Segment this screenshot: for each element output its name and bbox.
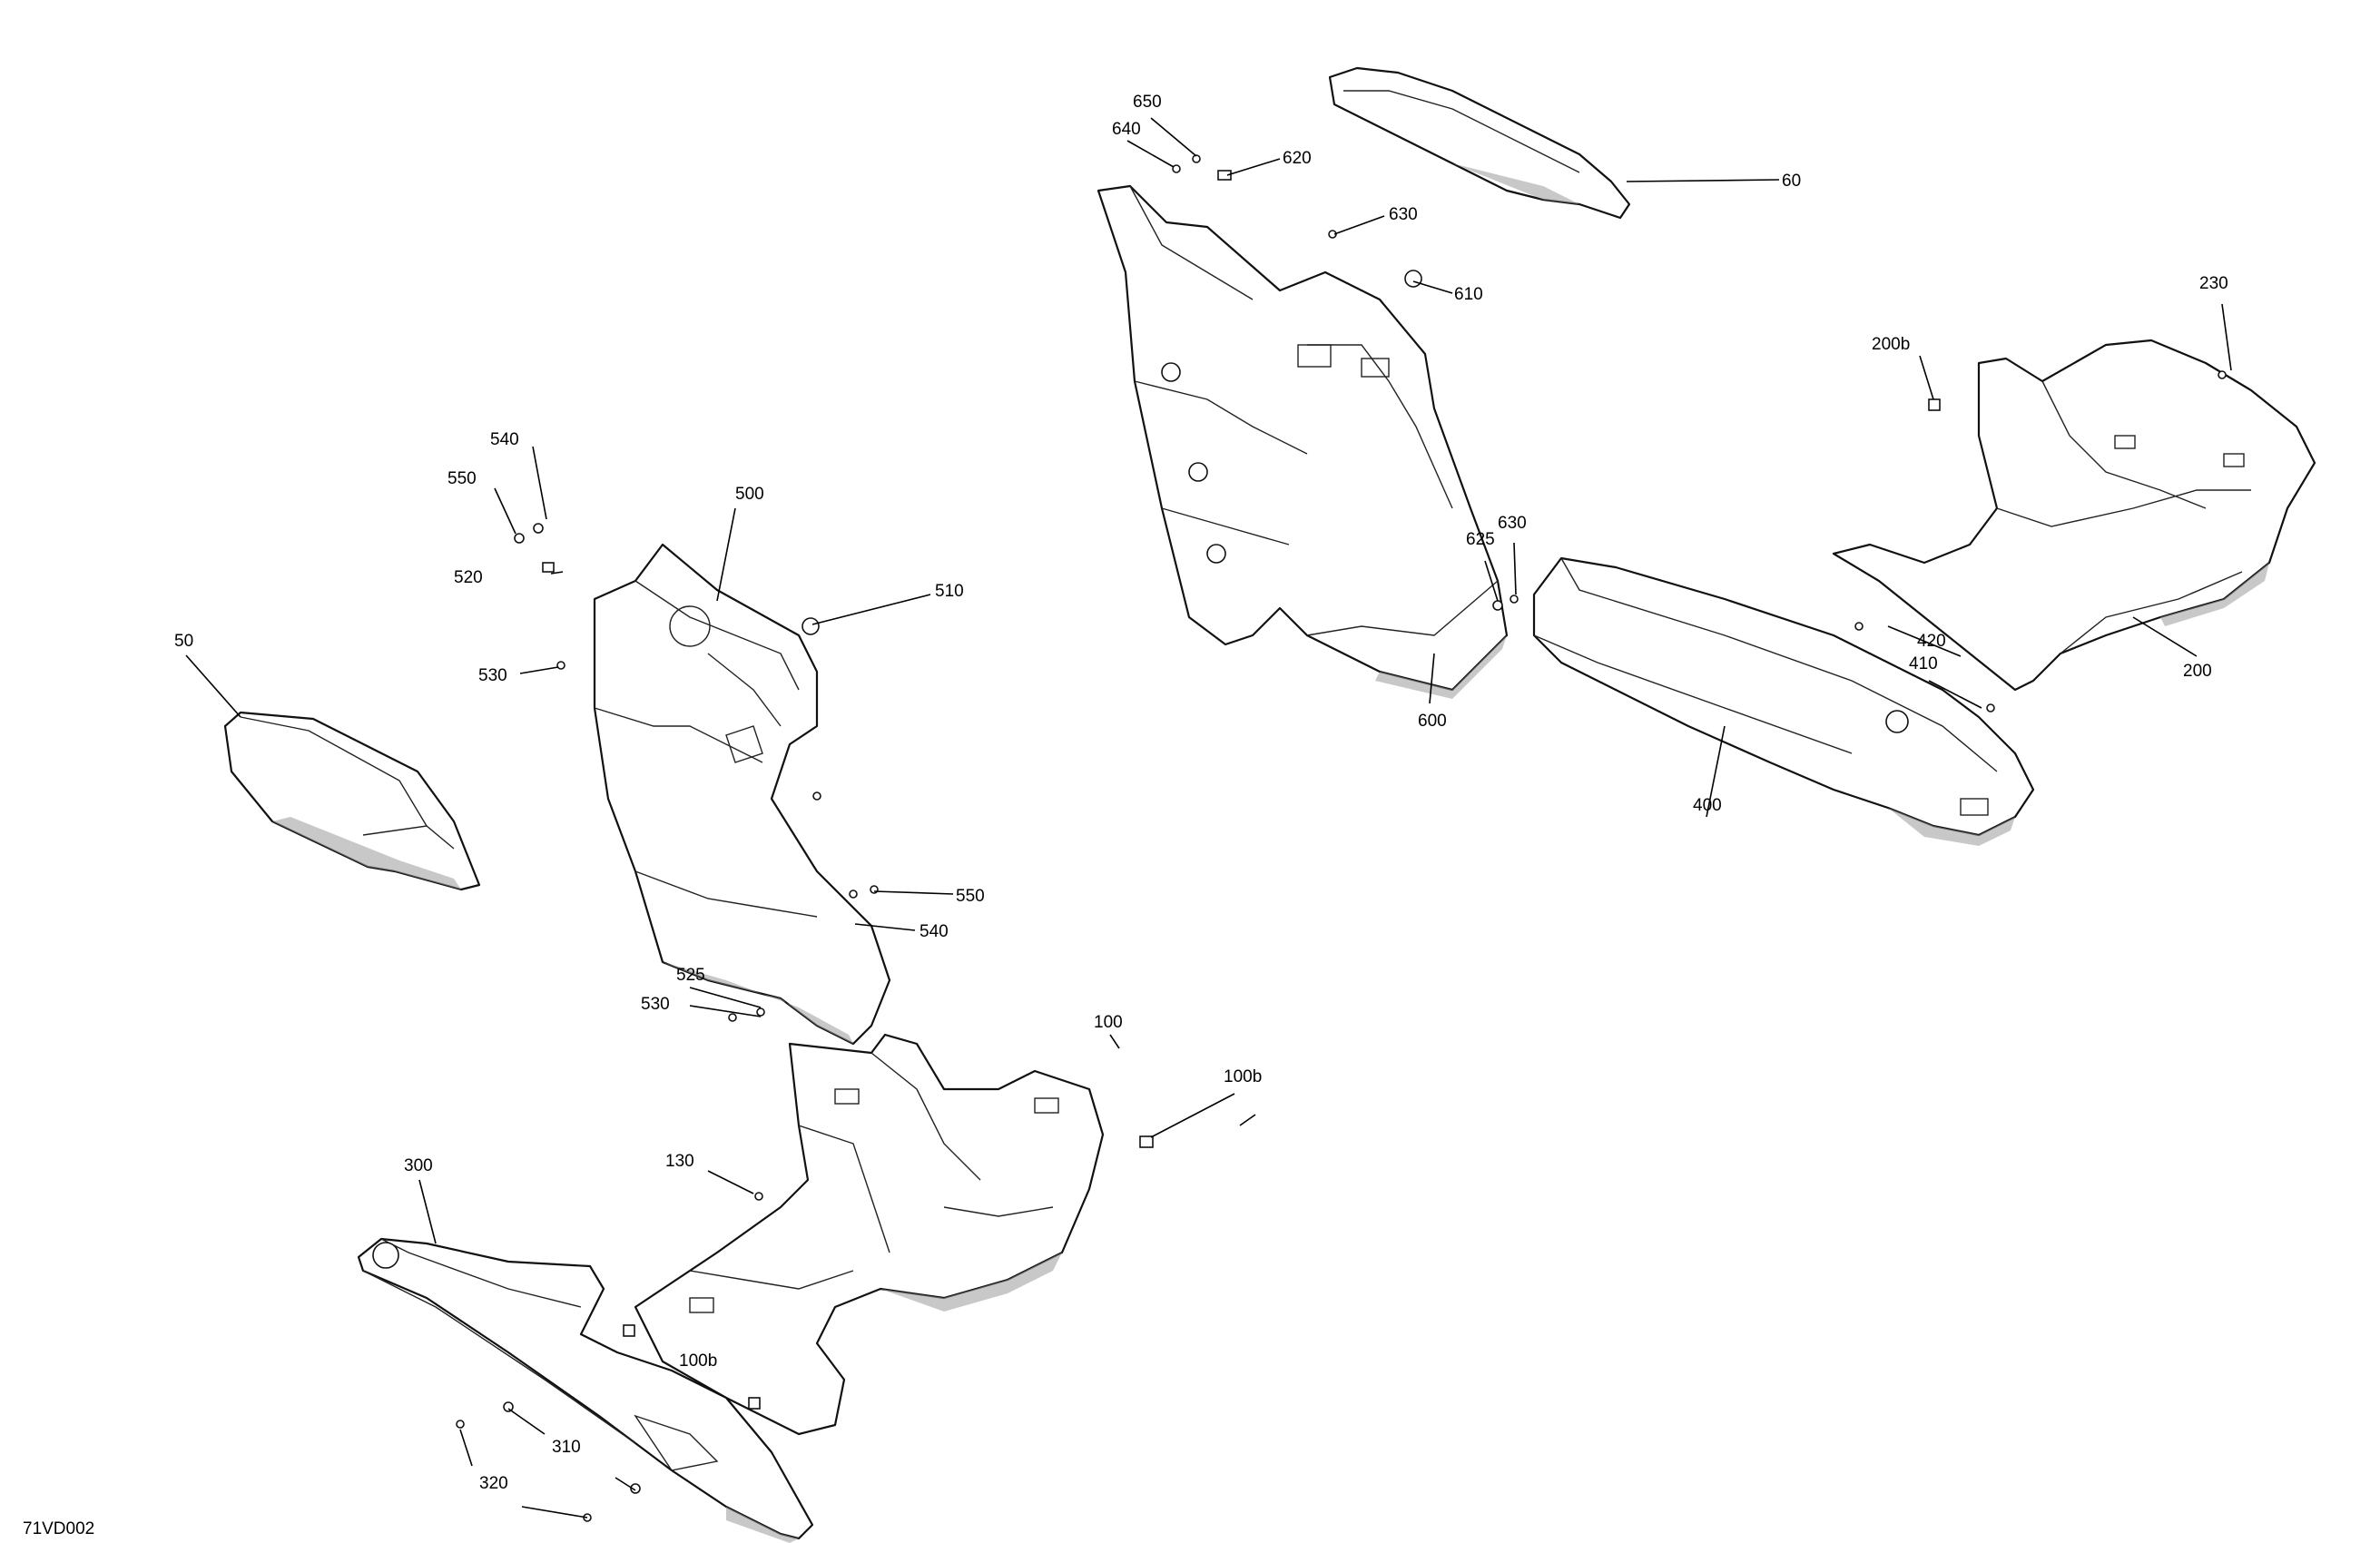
callout-230: 230 <box>2199 274 2228 293</box>
callout-530-bottom: 530 <box>641 995 670 1014</box>
callout-550-top: 550 <box>447 469 477 488</box>
callout-540-bottom: 540 <box>920 922 949 941</box>
callout-640: 640 <box>1112 120 1141 139</box>
part-100-footwell <box>634 1033 1105 1436</box>
part-600-upper-fender <box>1097 184 1509 699</box>
callout-550-bottom: 550 <box>956 887 985 906</box>
callout-300: 300 <box>404 1156 433 1175</box>
part-60-top-cover <box>1328 66 1631 220</box>
callout-320: 320 <box>479 1474 508 1493</box>
callout-100b-bottom: 100b <box>679 1351 717 1371</box>
callout-525: 525 <box>676 966 705 985</box>
part-300-left-skirt <box>357 1237 814 1543</box>
leader-lines <box>185 117 2232 1518</box>
callout-310: 310 <box>552 1438 581 1457</box>
callout-620: 620 <box>1283 149 1312 168</box>
callout-510: 510 <box>935 582 964 601</box>
part-500-fender-panel <box>593 543 891 1046</box>
callout-400: 400 <box>1693 796 1722 815</box>
part-400-right-skirt <box>1532 556 2035 846</box>
callout-650: 650 <box>1133 93 1162 112</box>
callout-100: 100 <box>1094 1013 1123 1032</box>
callout-630-right: 630 <box>1498 514 1527 533</box>
callout-610: 610 <box>1454 285 1483 304</box>
callout-420: 420 <box>1917 632 1946 651</box>
diagram-code: 71VD002 <box>23 1519 94 1538</box>
callout-labels: 50 60 100 100b 100b 130 200 200b 230 300… <box>23 93 2228 1538</box>
callout-530-top: 530 <box>478 666 507 685</box>
callout-60: 60 <box>1782 172 1801 191</box>
callout-50: 50 <box>174 632 193 651</box>
callout-520: 520 <box>454 568 483 587</box>
callout-500: 500 <box>735 485 764 504</box>
part-200-rear-fender <box>1832 339 2316 692</box>
callout-630-top: 630 <box>1389 205 1418 224</box>
callout-410: 410 <box>1909 654 1938 673</box>
callout-625: 625 <box>1466 530 1495 549</box>
callout-600: 600 <box>1418 712 1447 731</box>
callout-130: 130 <box>665 1152 694 1171</box>
callout-540-top: 540 <box>490 430 519 449</box>
callout-200b: 200b <box>1872 335 1910 354</box>
part-50-side-panel <box>223 711 481 891</box>
callout-100b-top: 100b <box>1224 1067 1262 1086</box>
callout-200: 200 <box>2183 662 2212 681</box>
